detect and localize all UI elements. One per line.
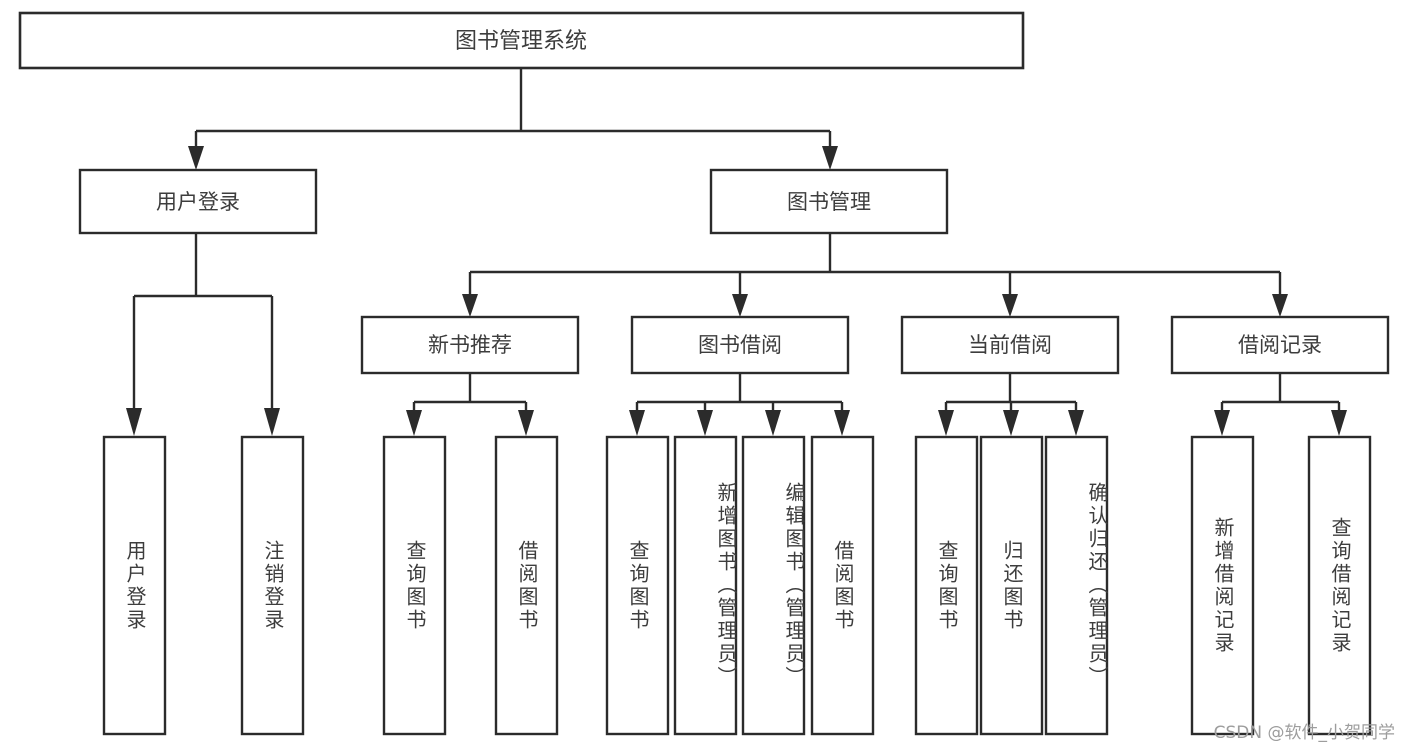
leaf-box-user-login[interactable] [102,435,167,736]
node-borrow-records-box [1170,315,1390,375]
node-root-label: 图书管理系统 [455,29,587,54]
arrow-leaf-user-login [126,408,142,436]
node-root-system[interactable]: 图书管理系统 [18,11,1025,70]
arrow-bb-leaf-4 [834,410,850,436]
arrow-to-new-book [462,294,478,317]
node-new-book-recommend[interactable]: 新书推荐 [360,315,580,375]
node-book-borrow-label: 图书借阅 [698,333,782,357]
node-book-borrow-box [630,315,850,375]
leaf-box-br-query-record[interactable] [1307,435,1372,736]
leaf-box-logout[interactable] [240,435,305,736]
arrow-cb-leaf-2 [1003,410,1019,436]
node-user-login[interactable]: 用户登录 [78,168,318,235]
leaf-box-nb-query-book[interactable] [382,435,447,736]
connector-bookborrow-to-leaves [629,373,850,436]
leaf-box-bb-edit-book-admin[interactable] [741,435,806,736]
leaf-box-br-add-record[interactable] [1190,435,1255,736]
arrow-to-borrow-records [1272,294,1288,317]
arrow-to-user-login [188,146,204,170]
node-root-box [18,11,1025,70]
node-current-borrow-label: 当前借阅 [968,333,1052,357]
node-book-borrow[interactable]: 图书借阅 [630,315,850,375]
node-user-login-label: 用户登录 [156,190,240,214]
node-user-login-box [78,168,318,235]
arrow-br-leaf-1 [1214,410,1230,436]
node-borrow-records[interactable]: 借阅记录 [1170,315,1390,375]
leaf-box-bb-add-book-admin[interactable] [673,435,738,736]
node-current-borrow-box [900,315,1120,375]
arrow-to-book-manage [822,146,838,170]
leaf-box-nb-borrow-book[interactable] [494,435,559,736]
node-book-management-box [709,168,949,235]
node-borrow-records-label: 借阅记录 [1238,333,1322,357]
connector-userlogin-to-leaves [126,233,280,436]
leaf-box-cb-query-book[interactable] [914,435,979,736]
connector-bookmanage-to-level2 [462,233,1288,317]
arrow-cb-leaf-1 [938,410,954,436]
arrow-to-current-borrow [1002,294,1018,317]
arrow-cb-leaf-3 [1068,410,1084,436]
node-new-book-recommend-box [360,315,580,375]
csdn-watermark: CSDN @软件_小贺同学 [1213,723,1395,743]
leaf-box-bb-borrow-book[interactable] [810,435,875,736]
connector-newbook-to-leaves [406,373,534,436]
leaf-box-cb-return-book[interactable] [979,435,1044,736]
node-book-management-label: 图书管理 [787,190,871,214]
arrow-leaf-logout [264,408,280,436]
arrow-bb-leaf-3 [765,410,781,436]
arrow-bb-leaf-2 [697,410,713,436]
node-current-borrow[interactable]: 当前借阅 [900,315,1120,375]
connector-currentborrow-to-leaves [938,373,1084,436]
node-book-management[interactable]: 图书管理 [709,168,949,235]
arrow-br-leaf-2 [1331,410,1347,436]
arrow-nb-leaf-2 [518,410,534,436]
arrow-nb-leaf-1 [406,410,422,436]
leaf-box-bb-query-book[interactable] [605,435,670,736]
node-new-book-recommend-label: 新书推荐 [428,333,512,357]
leaf-box-cb-confirm-return-admin[interactable] [1044,435,1109,736]
connector-borrowrecords-to-leaves [1214,373,1347,436]
arrow-to-book-borrow [732,294,748,317]
connector-root-to-level1 [188,68,838,170]
arrow-bb-leaf-1 [629,410,645,436]
